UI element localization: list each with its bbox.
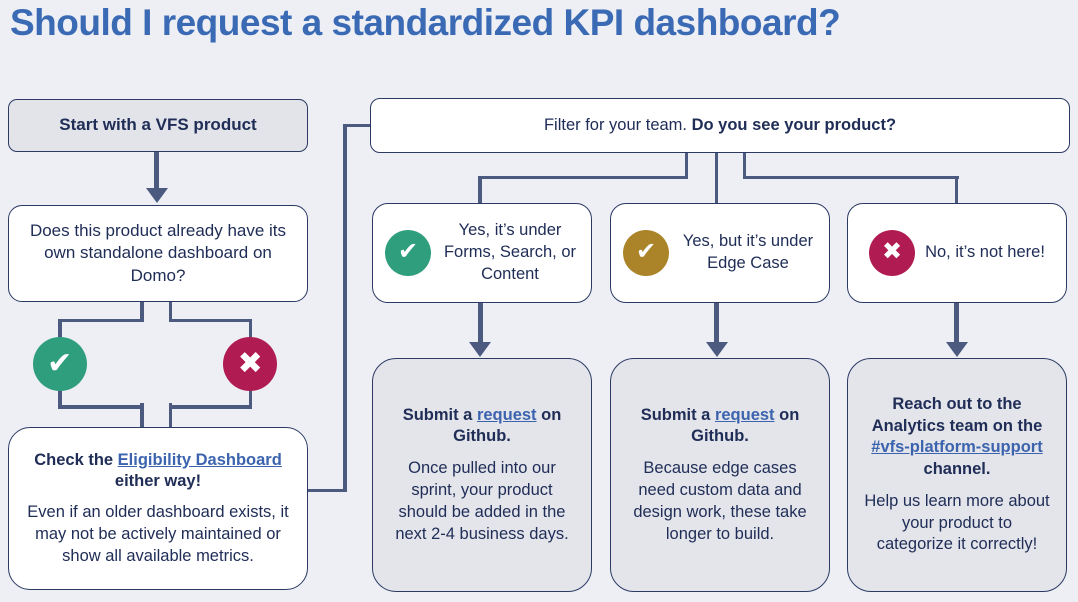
- eligibility-dashboard-link[interactable]: Eligibility Dashboard: [117, 450, 282, 469]
- check-dashboard-body: Even if an older dashboard exists, it ma…: [27, 503, 289, 565]
- check-dashboard-node: Check the Eligibility Dashboard either w…: [8, 427, 308, 590]
- check-glyph: ✔: [635, 238, 657, 266]
- check-icon: ✔: [32, 337, 87, 392]
- check-icon: ✔: [385, 230, 431, 276]
- result-head-pre: Submit a: [640, 405, 715, 424]
- result-head: Reach out to the Analytics team on the #…: [863, 394, 1051, 481]
- github-request-link[interactable]: request: [714, 405, 775, 424]
- result-head: Submit a request on Github.: [388, 405, 576, 449]
- connector-line: [343, 123, 347, 492]
- decision-label: Yes, but it’s under Edge Case: [682, 232, 814, 272]
- check-glyph: ✔: [397, 238, 419, 266]
- branch-line: [714, 153, 718, 203]
- arrowhead-icon: [945, 342, 968, 357]
- vfs-platform-support-link[interactable]: #vfs-platform-support: [871, 438, 1043, 457]
- decision-node-not-here: ✖ No, it’s not here!: [847, 203, 1067, 303]
- arrow-to-result: [954, 303, 959, 344]
- loop-line: [168, 318, 252, 322]
- connector-line: [343, 123, 372, 127]
- check-icon: ✔: [623, 230, 669, 276]
- connector-line: [308, 488, 347, 492]
- x-glyph: ✖: [237, 346, 263, 380]
- result-body: Help us learn more about your product to…: [864, 491, 1050, 554]
- arrowhead-icon: [469, 342, 491, 357]
- result-body: Because edge cases need custom data and …: [633, 459, 807, 543]
- result-head-pre: Submit a: [402, 405, 477, 424]
- result-head-post: on Github.: [691, 405, 800, 446]
- decision-node-yes-edge-case: ✔ Yes, but it’s under Edge Case: [610, 203, 830, 303]
- loop-line: [140, 403, 144, 427]
- branch-line: [478, 175, 482, 203]
- start-label: Start with a VFS product: [59, 115, 257, 135]
- branch-line: [742, 153, 746, 178]
- start-node: Start with a VFS product: [8, 99, 308, 152]
- result-head-pre: Reach out to the Analytics team on the: [871, 394, 1043, 435]
- result-head-post: on Github.: [453, 405, 562, 446]
- filter-text-normal: Filter for your team.: [543, 115, 692, 134]
- filter-node: Filter for your team. Do you see your pr…: [370, 98, 1070, 153]
- result-node-github-edge-case: Submit a request on Github. Because edge…: [610, 358, 830, 592]
- result-node-analytics-team: Reach out to the Analytics team on the #…: [847, 358, 1067, 592]
- loop-line: [168, 302, 172, 322]
- github-request-link[interactable]: request: [476, 405, 537, 424]
- loop-line: [140, 302, 144, 322]
- arrowhead-icon: [145, 188, 168, 203]
- decision-node-yes-forms: ✔ Yes, it’s under Forms, Search, or Cont…: [372, 203, 592, 303]
- check-glyph: ✔: [47, 346, 73, 380]
- result-head-post: channel.: [923, 460, 991, 479]
- check-dashboard-head: Check the Eligibility Dashboard either w…: [34, 450, 282, 494]
- page-title: Should I request a standardized KPI dash…: [10, 2, 841, 43]
- result-node-github-forms: Submit a request on Github. Once pulled …: [372, 358, 592, 592]
- arrow-start-to-question: [154, 152, 159, 190]
- branch-line: [684, 153, 688, 178]
- arrowhead-icon: [705, 342, 728, 357]
- branch-line: [954, 175, 958, 203]
- check-head-post: either way!: [114, 472, 202, 491]
- x-glyph: ✖: [882, 238, 903, 266]
- x-icon: ✖: [869, 230, 916, 276]
- branch-line: [478, 175, 688, 179]
- x-icon: ✖: [223, 337, 278, 392]
- branch-line: [742, 175, 959, 179]
- question-node: Does this product already have its own s…: [8, 205, 308, 302]
- filter-text-bold: Do you see your product?: [691, 115, 897, 134]
- decision-label: Yes, it’s under Forms, Search, or Conten…: [443, 221, 577, 283]
- result-body: Once pulled into our sprint, your produc…: [395, 459, 569, 543]
- arrow-to-result: [714, 303, 719, 344]
- loop-line: [168, 405, 252, 409]
- question-text: Does this product already have its own s…: [29, 220, 287, 285]
- loop-line: [58, 405, 144, 409]
- decision-label: No, it’s not here!: [925, 243, 1045, 262]
- loop-line: [168, 403, 172, 427]
- loop-line: [58, 318, 144, 322]
- filter-text: Filter for your team. Do you see your pr…: [544, 115, 896, 137]
- check-head-pre: Check the: [34, 450, 118, 469]
- result-head: Submit a request on Github.: [626, 405, 814, 449]
- arrow-to-result: [477, 303, 483, 344]
